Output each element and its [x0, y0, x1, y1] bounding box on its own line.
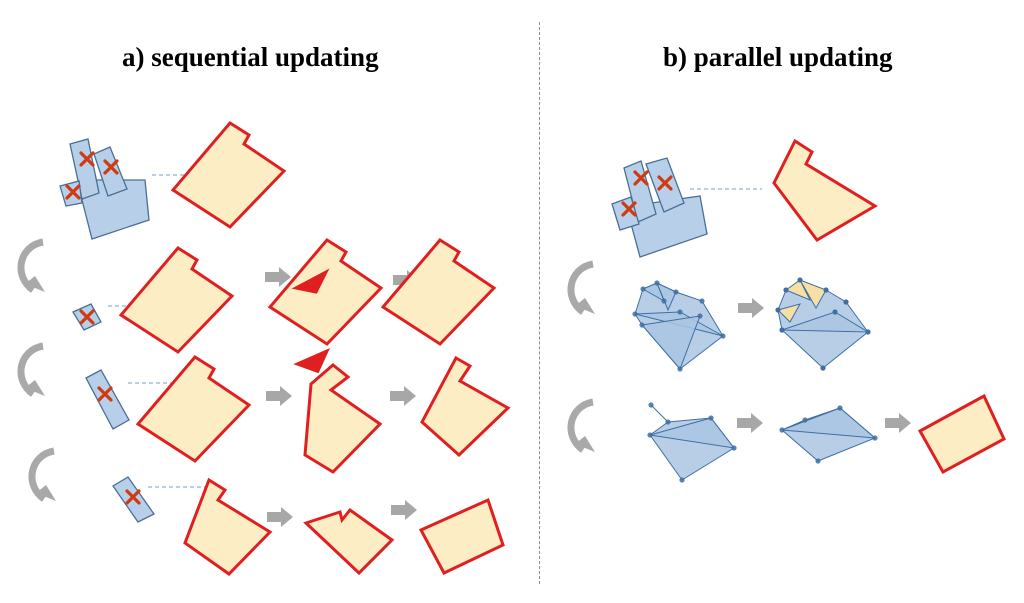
building-b0: [772, 138, 878, 242]
right-arrow-icon: [390, 386, 416, 406]
right-arrow-icon: [266, 386, 292, 406]
source-blocks-a: [59, 138, 150, 240]
building-a3: [183, 477, 273, 576]
building-a1-cut: [268, 238, 383, 346]
curved-arrow-icon: [32, 451, 56, 501]
right-arrow-icon: [265, 267, 291, 287]
source-blocks-b: [611, 157, 708, 258]
curved-arrow-icon: [21, 346, 45, 396]
panel-divider: [539, 22, 540, 584]
curved-arrow-icon: [21, 242, 45, 292]
mesh-b1-updated: [775, 277, 871, 371]
panel-a-title: a) sequential updating: [122, 42, 379, 72]
right-arrow-icon: [738, 298, 764, 318]
building-a0: [171, 121, 286, 229]
building-a1: [119, 246, 234, 354]
block-row3: [112, 476, 155, 523]
right-arrow-icon: [737, 413, 763, 433]
building-a2: [136, 355, 251, 463]
building-a2-cut: [293, 348, 383, 474]
right-arrow-icon: [391, 500, 417, 520]
building-a2-result: [420, 355, 511, 458]
mesh-b2-updated: [779, 405, 878, 464]
mesh-b1: [632, 280, 726, 372]
panel-b-title: b) parallel updating: [663, 42, 893, 72]
building-b2-result: [917, 393, 1006, 475]
building-a1-result: [381, 238, 496, 346]
mesh-b2: [647, 402, 737, 483]
right-arrow-icon: [885, 413, 911, 433]
block-row1: [72, 303, 102, 331]
curved-arrow-icon: [571, 264, 595, 314]
right-arrow-icon: [267, 507, 293, 527]
building-a3-mid: [303, 507, 395, 576]
curved-arrow-icon: [571, 402, 595, 452]
block-row2: [85, 369, 130, 430]
building-a3-result: [418, 497, 505, 575]
